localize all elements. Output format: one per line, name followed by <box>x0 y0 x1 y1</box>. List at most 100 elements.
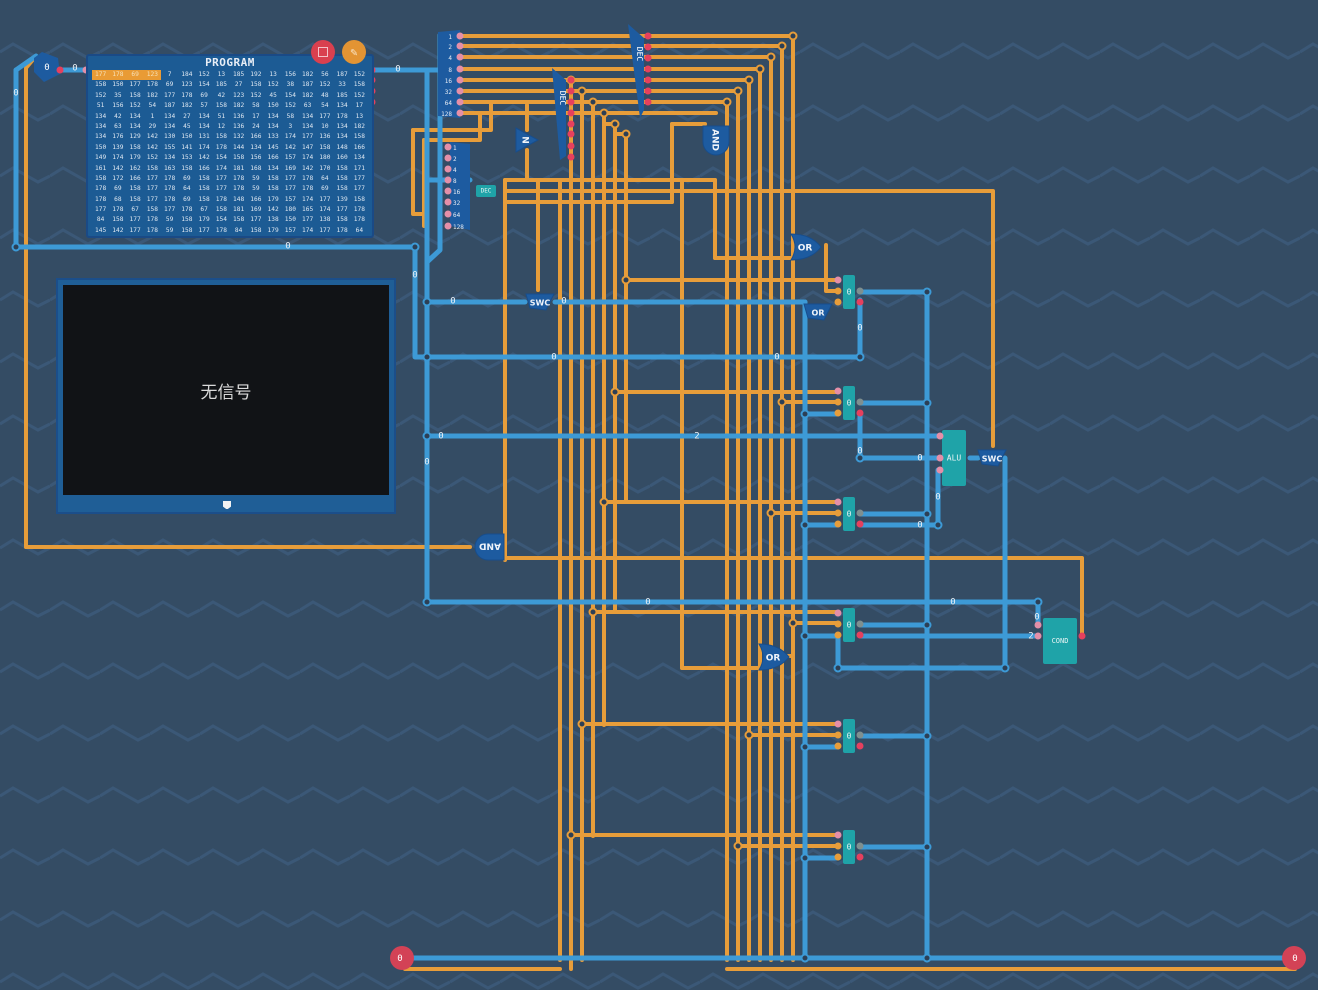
program-cell[interactable]: 69 <box>183 195 191 203</box>
input-pin-left[interactable]: 0 <box>390 946 414 970</box>
program-cell[interactable]: 158 <box>215 133 227 141</box>
program-cell[interactable]: 150 <box>112 81 124 89</box>
program-cell[interactable]: 158 <box>336 216 348 224</box>
program-cell[interactable]: 181 <box>233 206 245 214</box>
program-cell[interactable]: 48 <box>321 91 329 99</box>
program-cell[interactable]: 58 <box>286 112 295 120</box>
program-cell[interactable]: 172 <box>112 174 124 182</box>
program-cell[interactable]: 158 <box>129 91 141 99</box>
register[interactable]: 0 <box>843 386 855 420</box>
program-cell[interactable]: 158 <box>181 226 193 234</box>
program-cell[interactable]: 134 <box>302 112 314 120</box>
program-cell[interactable]: 63 <box>303 102 312 110</box>
program-cell[interactable]: 142 <box>146 143 158 151</box>
program-cell[interactable]: 7 <box>167 71 172 78</box>
program-cell[interactable]: 179 <box>198 216 210 224</box>
bit-wire[interactable] <box>411 128 428 216</box>
program-cell[interactable]: 158 <box>95 81 107 89</box>
program-cell[interactable]: 184 <box>181 71 193 78</box>
program-cell[interactable]: 69 <box>183 174 191 182</box>
program-cell[interactable]: 178 <box>215 143 227 151</box>
program-cell[interactable]: 148 <box>336 143 348 151</box>
program-cell[interactable]: 29 <box>148 122 157 130</box>
program-cell[interactable]: 145 <box>267 143 279 151</box>
bit-wire[interactable] <box>503 556 1084 638</box>
program-cell[interactable]: 158 <box>129 185 141 193</box>
program-cell[interactable]: 144 <box>233 143 245 151</box>
register[interactable]: 0 <box>843 830 855 864</box>
program-cell[interactable]: 134 <box>129 122 141 130</box>
program-cell[interactable]: 177 <box>146 195 158 203</box>
program-cell[interactable]: 17 <box>252 112 260 120</box>
counter-input[interactable]: 0 <box>34 52 60 82</box>
program-cell[interactable]: 134 <box>336 122 348 130</box>
program-cell[interactable]: 182 <box>181 102 193 110</box>
program-cell[interactable]: 179 <box>267 226 279 234</box>
bit-wire[interactable] <box>503 189 995 448</box>
program-cell[interactable]: 54 <box>321 102 329 110</box>
program-cell[interactable]: 158 <box>336 185 348 193</box>
program-cell[interactable]: 42 <box>114 112 122 120</box>
program-cell[interactable]: 152 <box>353 71 365 78</box>
program-cell[interactable]: 27 <box>183 112 191 120</box>
program-cell[interactable]: 179 <box>129 154 141 162</box>
swc-left[interactable]: SWC <box>525 293 555 311</box>
program-cell[interactable]: 169 <box>250 206 262 214</box>
program-cell[interactable]: 158 <box>353 133 365 141</box>
program-cell[interactable]: 177 <box>164 91 176 99</box>
program-cell[interactable]: 171 <box>353 164 365 172</box>
program-cell[interactable]: 178 <box>146 216 158 224</box>
program-cell[interactable]: 142 <box>146 133 158 141</box>
program-cell[interactable]: 130 <box>164 133 176 141</box>
program-cell[interactable]: 185 <box>215 81 227 89</box>
program-cell[interactable]: 123 <box>181 81 193 89</box>
program-cell[interactable]: 64 <box>355 226 364 234</box>
program-cell[interactable]: 178 <box>181 91 193 99</box>
program-cell[interactable]: 174 <box>198 143 210 151</box>
program-cell[interactable]: 158 <box>250 226 262 234</box>
decoder-b[interactable]: DEC <box>628 24 644 118</box>
register[interactable]: 0 <box>843 275 855 309</box>
program-cell[interactable]: 136 <box>233 122 245 130</box>
program-cell[interactable]: 59 <box>165 216 174 224</box>
program-cell[interactable]: 45 <box>183 122 191 130</box>
program-cell[interactable]: 187 <box>336 71 348 78</box>
and-gate-top[interactable]: AND <box>702 125 730 156</box>
program-cell[interactable]: 154 <box>284 91 296 99</box>
program-cell[interactable]: 177 <box>284 174 296 182</box>
program-cell[interactable]: 138 <box>319 216 331 224</box>
program-cell[interactable]: 129 <box>129 133 141 141</box>
program-cell[interactable]: 57 <box>200 102 208 110</box>
program-cell[interactable]: 158 <box>233 216 245 224</box>
program-cell[interactable]: 152 <box>250 91 262 99</box>
program-cell[interactable]: 185 <box>336 91 348 99</box>
program-cell[interactable]: 45 <box>269 91 277 99</box>
program-cell[interactable]: 69 <box>126 70 144 81</box>
program-cell[interactable]: 134 <box>95 133 107 141</box>
save-button[interactable] <box>311 40 335 64</box>
program-cell[interactable]: 166 <box>267 154 279 162</box>
program-cell[interactable]: 134 <box>250 143 262 151</box>
program-cell[interactable]: 12 <box>217 122 226 130</box>
program-cell[interactable]: 177 <box>92 70 110 81</box>
program-cell[interactable]: 178 <box>164 174 176 182</box>
program-cell[interactable]: 177 <box>215 185 227 193</box>
program-cell[interactable]: 182 <box>302 91 314 99</box>
program-cell[interactable]: 131 <box>198 133 210 141</box>
program-cell[interactable]: 158 <box>267 185 279 193</box>
program-cell[interactable]: 3 <box>288 122 293 130</box>
program-cell[interactable]: 152 <box>95 91 107 99</box>
program-cell[interactable]: 178 <box>336 112 348 120</box>
program-cell[interactable]: 68 <box>114 195 122 203</box>
register[interactable]: 0 <box>843 719 855 753</box>
program-cell[interactable]: 178 <box>353 216 365 224</box>
cond[interactable]: COND <box>1043 618 1077 664</box>
program-cell[interactable]: 149 <box>95 154 107 162</box>
bit-wire[interactable] <box>422 111 482 142</box>
bus-wire[interactable] <box>835 455 1008 671</box>
program-cell[interactable]: 155 <box>164 143 176 151</box>
program-cell[interactable]: 51 <box>217 112 226 120</box>
